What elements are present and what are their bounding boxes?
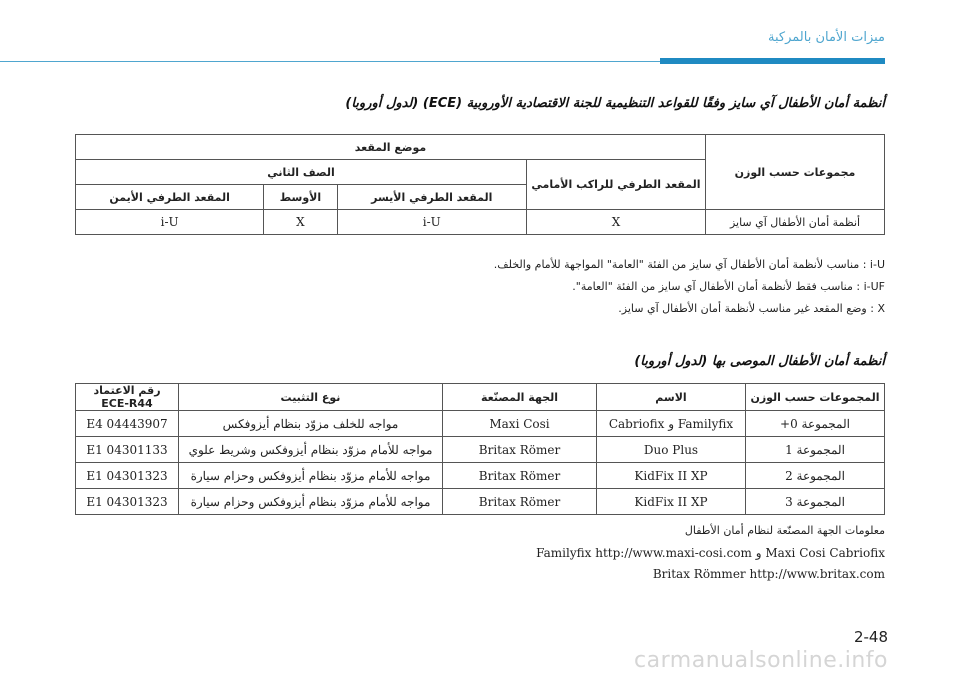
isize-table: مجموعات حسب الوزن موضع المقعد المقعد الط…: [74, 134, 885, 235]
recommended-seats-table: المجموعات حسب الوزن الاسم الجهة المصنّعة…: [75, 383, 885, 515]
header-approval: رقم الاعتماد ECE-R44: [75, 383, 179, 411]
table-row: أنظمة أمان الأطفال آي سايز X i-U X i-U: [74, 209, 885, 235]
cell-group: المجموعة 0+: [745, 410, 885, 437]
weight-group-header: مجموعات حسب الوزن: [705, 134, 885, 210]
cell-right: i-U: [74, 209, 265, 235]
header-manufacturer: الجهة المصنّعة: [442, 383, 597, 411]
note-x: X : وضع المقعد غير مناسب لأنظمة أمان الأ…: [618, 302, 885, 315]
row-label: أنظمة أمان الأطفال آي سايز: [705, 209, 885, 235]
front-passenger-header: المقعد الطرفي للراكب الأمامي: [526, 159, 706, 210]
header-name: الاسم: [596, 383, 746, 411]
cell-name: Familyfix و Cabriofix: [596, 410, 746, 437]
footer-maxicosi: Maxi Cosi Cabriofix و Familyfix http://w…: [536, 546, 885, 560]
cell-approval: E1 04301323: [75, 462, 179, 489]
col-left-outboard: المقعد الطرفي الأيسر: [336, 184, 528, 210]
cell-group: المجموعة 1: [745, 436, 885, 463]
table-row: المجموعة 0+ Familyfix و Cabriofix Maxi C…: [75, 410, 885, 437]
table1-title: أنظمة أمان الأطفال آي سايز وفقًا للقواعد…: [345, 96, 885, 111]
second-row-header: الصف الثاني: [75, 159, 527, 185]
note-i-u: i-U : مناسب لأنظمة أمان الأطفال آي سايز …: [493, 258, 885, 271]
cell-approval: E4 04443907: [75, 410, 179, 437]
cell-left: i-U: [336, 209, 528, 235]
cell-fixation: مواجه للأمام مزوّد بنظام أيزوفكس وحزام س…: [178, 488, 443, 515]
cell-passenger: X: [526, 209, 706, 235]
col-middle: الأوسط: [263, 184, 338, 210]
table-row: المجموعة 1 Duo Plus Britax Römer مواجه ل…: [75, 436, 885, 463]
cell-manufacturer: Maxi Cosi: [442, 410, 597, 437]
cell-name: Duo Plus: [596, 436, 746, 463]
header-weight-group: المجموعات حسب الوزن: [745, 383, 885, 411]
footer-info-title: معلومات الجهة المصنّعة لنظام أمان الأطفا…: [684, 524, 885, 537]
cell-group: المجموعة 2: [745, 462, 885, 489]
cell-manufacturer: Britax Römer: [442, 462, 597, 489]
header-rule: [0, 61, 885, 62]
header-section-title: ميزات الأمان بالمركبة: [768, 30, 885, 45]
cell-name: KidFix II XP: [596, 488, 746, 515]
table-row: المجموعة 3 KidFix II XP Britax Römer موا…: [75, 488, 885, 515]
cell-fixation: مواجه للأمام مزوّد بنظام أيزوفكس وحزام س…: [178, 462, 443, 489]
header-fixation: نوع التثبيت: [178, 383, 443, 411]
col-right-outboard: المقعد الطرفي الأيمن: [74, 184, 265, 210]
cell-manufacturer: Britax Römer: [442, 436, 597, 463]
cell-approval: E1 04301133: [75, 436, 179, 463]
table-row: المجموعة 2 KidFix II XP Britax Römer موا…: [75, 462, 885, 489]
page-number: 2-48: [853, 628, 888, 646]
cell-name: KidFix II XP: [596, 462, 746, 489]
table2-title: أنظمة أمان الأطفال الموصى بها (لدول أورو…: [634, 354, 885, 369]
cell-fixation: مواجه للأمام مزوّد بنظام أيزوفكس وشريط ع…: [178, 436, 443, 463]
seat-position-header: موضع المقعد: [75, 134, 706, 160]
cell-approval: E1 04301323: [75, 488, 179, 515]
cell-fixation: مواجه للخلف مزوّد بنظام أيزوفكس: [178, 410, 443, 437]
note-i-uf: i-UF : مناسب فقط لأنظمة أمان الأطفال آي …: [572, 280, 885, 293]
cell-manufacturer: Britax Römer: [442, 488, 597, 515]
watermark: carmanualsonline.info: [634, 648, 888, 673]
footer-britax: Britax Römmer http://www.britax.com: [652, 567, 885, 581]
cell-middle: X: [263, 209, 338, 235]
cell-group: المجموعة 3: [745, 488, 885, 515]
header-accent-bar: [660, 58, 885, 64]
